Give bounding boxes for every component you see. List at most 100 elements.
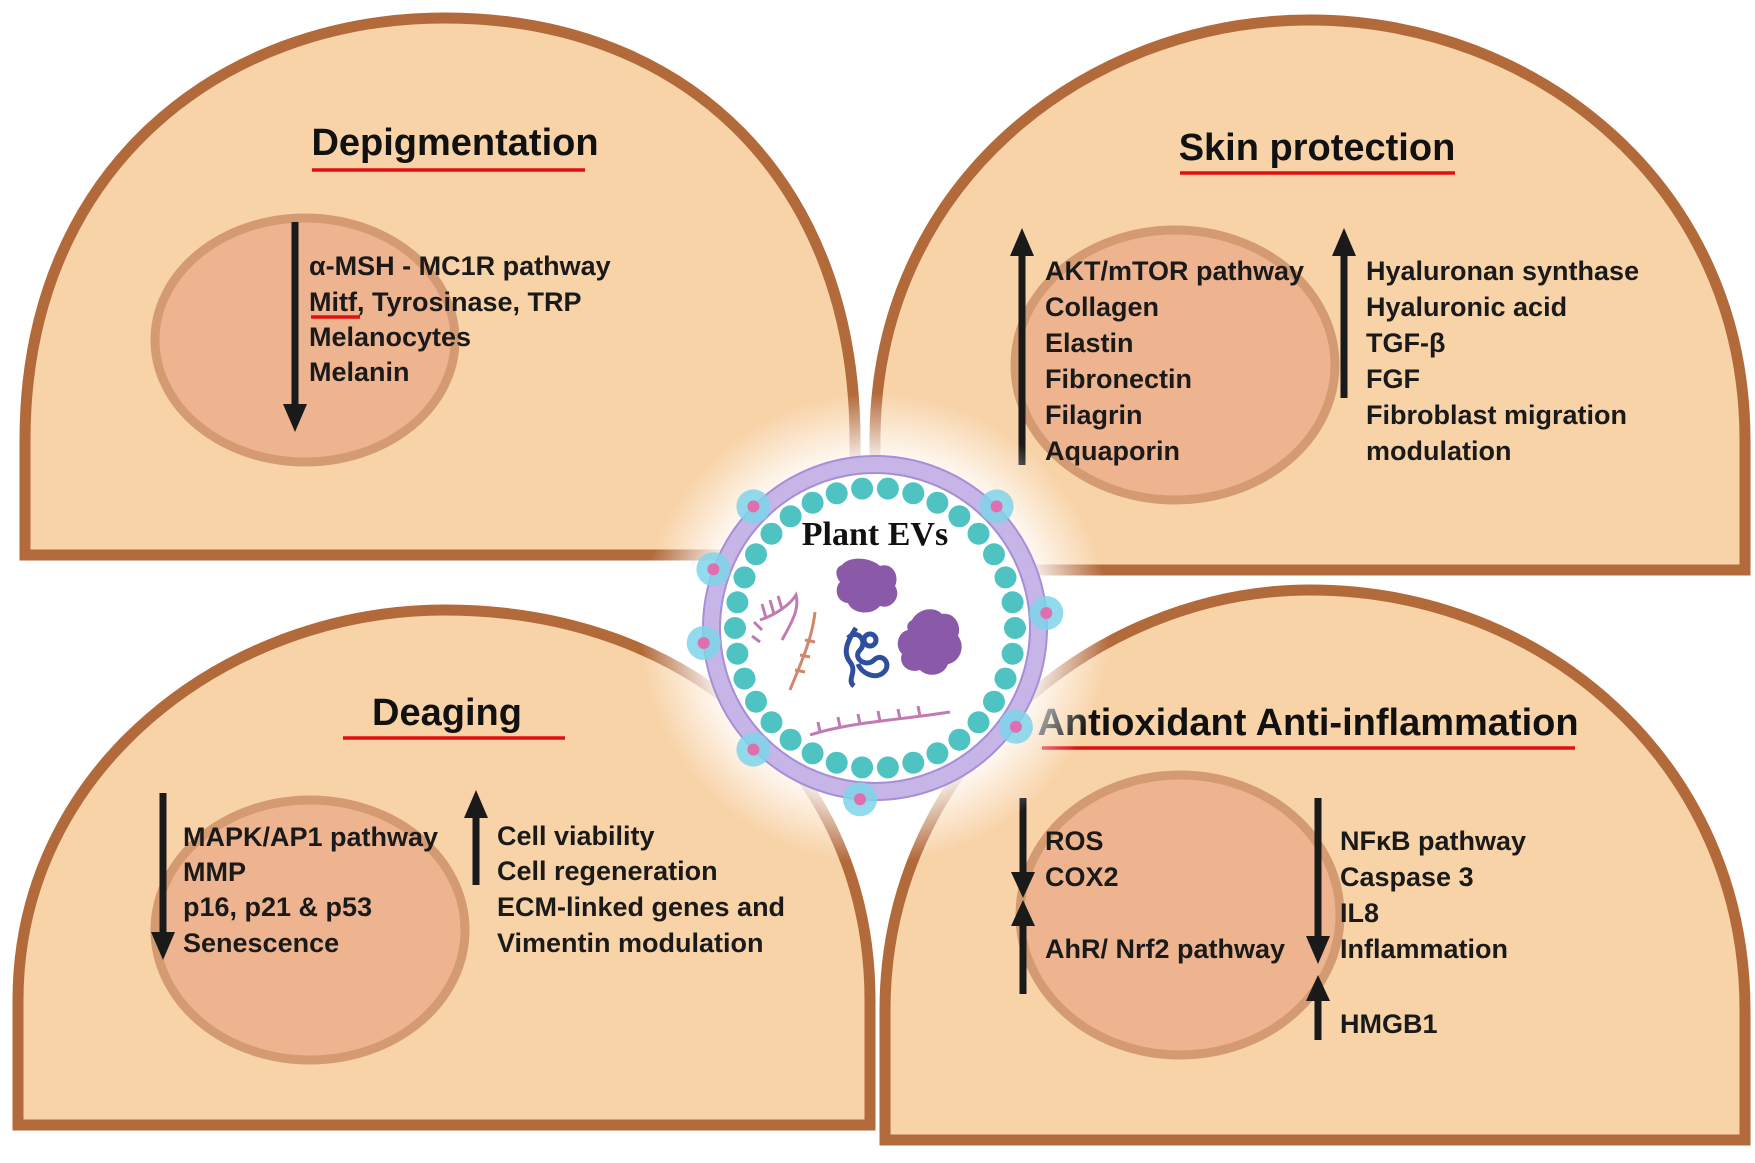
list-item: α-MSH - MC1R pathway — [309, 251, 611, 281]
receptor-dot — [1009, 720, 1022, 733]
list-item: Melanin — [309, 357, 410, 387]
rna-icon — [809, 705, 951, 737]
receptor-dot — [1040, 607, 1053, 619]
lipid-bead — [876, 477, 899, 500]
lipid-bead — [926, 491, 949, 514]
lipid-bead — [760, 711, 783, 734]
protein-icon — [836, 558, 898, 613]
arrow-up-icon — [1011, 900, 1035, 994]
list-item: Fibroblast migration — [1366, 400, 1627, 430]
list-item: ROS — [1045, 826, 1104, 856]
lipid-bead-ring — [724, 477, 1026, 779]
receptor-dot — [747, 743, 760, 756]
lipid-bead — [994, 667, 1017, 690]
list-item: Fibronectin — [1045, 364, 1192, 394]
list-item: Cell regeneration — [497, 856, 718, 886]
nucleus — [150, 795, 470, 1065]
list-item: Caspase 3 — [1340, 862, 1474, 892]
list-item: Cell viability — [497, 821, 655, 851]
list-item: Vimentin modulation — [497, 928, 764, 958]
lipid-bead — [948, 728, 971, 751]
receptor-dot — [990, 500, 1003, 513]
list-item: Aquaporin — [1045, 436, 1180, 466]
list-item: Hyaluronic acid — [1366, 292, 1567, 322]
lipid-bead — [733, 667, 756, 690]
lipid-bead — [876, 756, 899, 779]
list-item: p16, p21 & p53 — [183, 892, 372, 922]
list-item: ECM-linked genes and — [497, 892, 785, 922]
vesicle-membrane — [703, 456, 1047, 800]
panel-depigmentation: Depigmentation α-MSH - MC1R pathway Mitf… — [19, 12, 861, 561]
lipid-bead — [851, 477, 874, 500]
arrow-down-icon — [283, 222, 307, 432]
lipid-bead — [779, 728, 802, 751]
lipid-bead — [994, 566, 1017, 589]
lipid-bead — [902, 482, 925, 505]
lipid-bead — [902, 751, 925, 774]
list-item: Elastin — [1045, 328, 1134, 358]
rna-icon — [751, 591, 799, 644]
lipid-bead — [801, 742, 824, 765]
list-item: Inflammation — [1340, 934, 1508, 964]
list-item: MAPK/AP1 pathway — [183, 822, 438, 852]
lipid-bead — [967, 711, 990, 734]
nucleus — [1010, 225, 1340, 505]
lipid-bead — [825, 482, 848, 505]
center-title: Plant EVs — [802, 516, 948, 553]
lipid-bead — [1001, 642, 1024, 665]
list-item: MMP — [183, 857, 246, 887]
list-item: IL8 — [1340, 898, 1379, 928]
list-item: Collagen — [1045, 292, 1159, 322]
lipid-bead — [926, 742, 949, 765]
arrow-up-icon — [1010, 228, 1034, 465]
lipid-bead — [967, 522, 990, 545]
list-item: AKT/mTOR pathway — [1045, 256, 1304, 286]
lipid-bead — [760, 522, 783, 545]
membrane-receptors — [686, 489, 1064, 817]
panel-title: Skin protection — [1179, 127, 1456, 169]
receptor-dot — [707, 563, 720, 576]
list-item: Melanocytes — [309, 322, 471, 352]
lipid-bead — [948, 505, 971, 528]
dna-icon — [843, 626, 890, 688]
list-item: TGF-β — [1366, 328, 1445, 358]
panel-title: Depigmentation — [311, 122, 598, 164]
panel-title: Deaging — [372, 692, 522, 734]
list-item: Filagrin — [1045, 400, 1143, 430]
lipid-bead — [983, 543, 1005, 566]
lipid-bead — [801, 491, 824, 514]
list-item: Senescence — [183, 928, 339, 958]
plant-ev-vesicle: Plant EVs — [640, 393, 1110, 863]
lipid-bead — [726, 642, 749, 665]
arrow-down-icon — [151, 793, 175, 960]
lipid-bead — [825, 751, 848, 774]
lipid-bead — [851, 756, 874, 779]
lipid-bead — [745, 543, 767, 566]
arrow-up-icon — [464, 790, 488, 885]
arrow-down-icon — [1306, 798, 1330, 964]
list-item: HMGB1 — [1340, 1009, 1438, 1039]
panel-skin-protection: Skin protection AKT/mTOR pathway Collage… — [869, 14, 1751, 576]
receptor-dot — [854, 793, 866, 806]
list-item: AhR/ Nrf2 pathway — [1045, 934, 1285, 964]
arrow-up-icon — [1332, 228, 1356, 398]
arrow-down-icon — [1011, 798, 1035, 898]
lipid-bead — [1004, 617, 1026, 639]
list-item: Hyaluronan synthase — [1366, 256, 1639, 286]
lipid-bead — [745, 690, 767, 713]
lipid-bead — [724, 617, 746, 639]
arrow-up-icon — [1306, 975, 1330, 1040]
list-item: modulation — [1366, 436, 1511, 466]
list-item: COX2 — [1045, 862, 1119, 892]
nucleus — [1015, 770, 1345, 1060]
panel-title: Antioxidant Anti-inflammation — [1037, 702, 1578, 744]
list-item: Mitf, Tyrosinase, TRP — [309, 287, 582, 317]
lipid-bead — [779, 505, 802, 528]
lipid-bead — [733, 566, 756, 589]
receptor-dot — [697, 637, 710, 649]
lipid-bead — [983, 690, 1005, 713]
protein-icon — [897, 609, 962, 675]
receptor-dot — [747, 500, 760, 513]
nucleus — [150, 213, 460, 467]
